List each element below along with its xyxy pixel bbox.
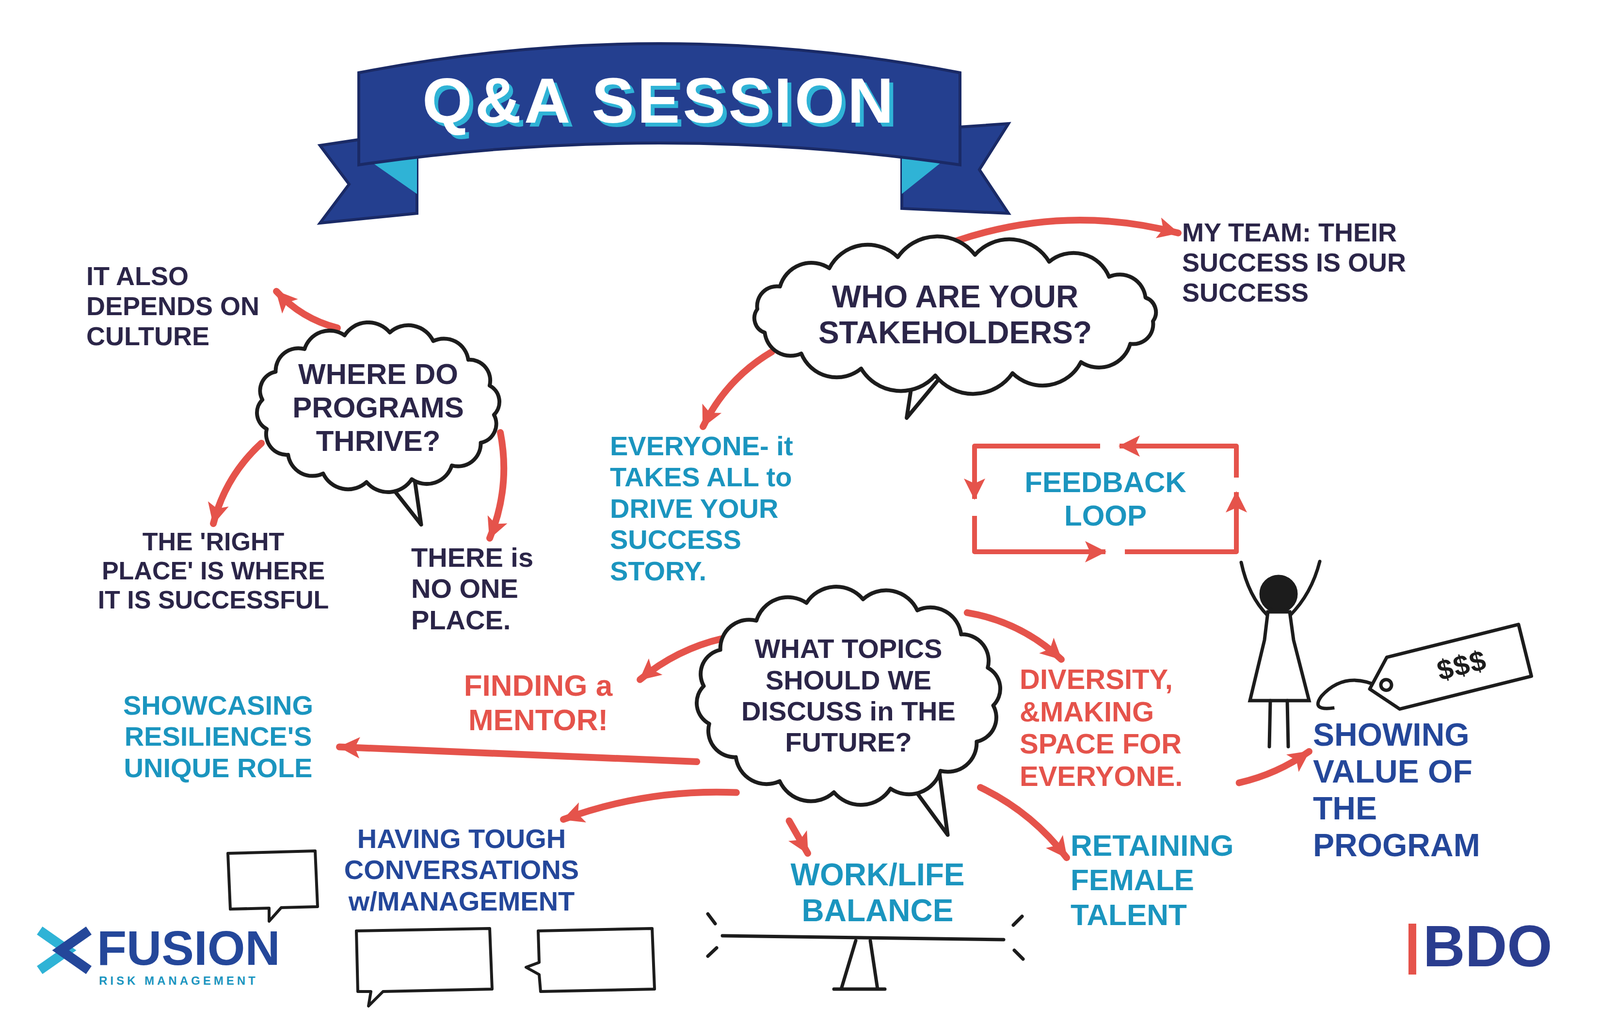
- node-text: THE 'RIGHT PLACE' IS WHERE IT IS SUCCESS…: [96, 527, 331, 615]
- topic-note: IT ALSO DEPENDS ON CULTURE: [82, 256, 277, 355]
- speech-bubble-icon: [526, 928, 655, 992]
- node-text: FEEDBACK LOOP: [998, 465, 1213, 533]
- head: [1261, 576, 1296, 612]
- loop-arrows: [964, 431, 1247, 567]
- arrow-connector: [213, 443, 262, 524]
- logo-chevron: [60, 933, 85, 968]
- node-text: WHO ARE YOUR STAKEHOLDERS?: [802, 279, 1108, 351]
- seesaw-beam: [722, 935, 1004, 940]
- node-text: WORK/LIFE BALANCE: [765, 857, 991, 929]
- cloud-shape: [754, 236, 1156, 395]
- loop-arrow: [1124, 492, 1237, 552]
- dress: [1249, 611, 1310, 701]
- speech-bubble-icon: [356, 928, 493, 1007]
- node-text: THERE is NO ONE PLACE.: [411, 542, 569, 636]
- arrow-connector: [489, 432, 504, 539]
- banner-band: [358, 43, 960, 165]
- tag-body: [1363, 624, 1532, 716]
- topic-note: HAVING TOUGH CONVERSATIONS w/MANAGEMENT: [316, 819, 608, 921]
- speech-cloud: WHAT TOPICS SHOULD WE DISCUSS in THE FUT…: [683, 581, 1014, 839]
- cloud-shape: [696, 586, 1001, 805]
- logo-text: BDO: [1423, 913, 1584, 978]
- topic-note: RETAINING FEMALE TALENT: [1066, 824, 1295, 936]
- arrow-connector: [563, 792, 737, 820]
- topic-note: FINDING a MENTOR!: [436, 664, 640, 742]
- node-text: IT ALSO DEPENDS ON CULTURE: [86, 260, 273, 352]
- node-text: MY TEAM: THEIR SUCCESS IS OUR SUCCESS: [1182, 217, 1485, 308]
- arrow-connector: [980, 787, 1067, 858]
- speech-cloud: WHERE DO PROGRAMS THRIVE?: [242, 315, 514, 529]
- arrow-connector: [789, 820, 808, 854]
- arrow-connector: [339, 747, 697, 763]
- loop-arrow: [974, 446, 1101, 499]
- fusion-logo-mark: [43, 933, 85, 968]
- legs: [1269, 700, 1289, 747]
- woman-figure: [1241, 561, 1320, 747]
- topic-note: THE 'RIGHT PLACE' IS WHERE IT IS SUCCESS…: [92, 523, 335, 619]
- node-text: EVERYONE- it TAKES ALL to DRIVE YOUR SUC…: [609, 430, 845, 587]
- topic-note: SHOWING VALUE OF THE PROGRAM: [1309, 712, 1523, 868]
- topic-note: EVERYONE- it TAKES ALL to DRIVE YOUR SUC…: [606, 426, 849, 591]
- node-text: SHOWCASING RESILIENCE'S UNIQUE ROLE: [100, 689, 336, 784]
- bdo-logo-bar: [1408, 923, 1417, 975]
- node-text: WHAT TOPICS SHOULD WE DISCUSS in THE FUT…: [733, 633, 964, 759]
- node-text: RETAINING FEMALE TALENT: [1070, 828, 1291, 932]
- feedback-loop-box: FEEDBACK LOOP: [964, 431, 1247, 567]
- topic-note: DIVERSITY, &MAKING SPACE FOR EVERYONE.: [1015, 659, 1244, 797]
- speech-bubble-icon: [227, 850, 318, 922]
- seesaw-fulcrum: [833, 940, 885, 990]
- logo-text: FUSION: [96, 921, 301, 975]
- speech-cloud: WHO ARE YOUR STAKEHOLDERS?: [736, 237, 1174, 422]
- logo-text: RISK MANAGEMENT: [98, 974, 303, 988]
- node-text: WHERE DO PROGRAMS THRIVE?: [283, 357, 474, 458]
- tag-hole: [1379, 678, 1393, 692]
- price-text: $$$: [1404, 636, 1520, 694]
- node-text: SHOWING VALUE OF THE PROGRAM: [1312, 716, 1519, 864]
- node-text: FINDING a MENTOR!: [440, 668, 637, 738]
- topic-note: WORK/LIFE BALANCE: [761, 853, 994, 933]
- tag-string: [1313, 673, 1382, 712]
- arrow-connector: [955, 220, 1179, 242]
- node-text: DIVERSITY, &MAKING SPACE FOR EVERYONE.: [1019, 663, 1240, 793]
- arrow-connector: [276, 291, 338, 329]
- price-tag: [1311, 624, 1532, 728]
- cloud-shape: [256, 322, 500, 493]
- topic-note: MY TEAM: THEIR SUCCESS IS OUR SUCCESS: [1178, 213, 1489, 312]
- title-banner: [320, 43, 1009, 224]
- topic-note: THERE is NO ONE PLACE.: [407, 538, 573, 640]
- node-text: HAVING TOUGH CONVERSATIONS w/MANAGEMENT: [320, 823, 604, 917]
- arrow-connector: [703, 352, 772, 427]
- arrow-connector: [1239, 751, 1310, 784]
- loop-arrow: [1119, 446, 1237, 478]
- loop-arrow: [974, 515, 1106, 552]
- topic-note: SHOWCASING RESILIENCE'S UNIQUE ROLE: [96, 686, 340, 788]
- title-text: Q&A SESSION: [368, 65, 951, 136]
